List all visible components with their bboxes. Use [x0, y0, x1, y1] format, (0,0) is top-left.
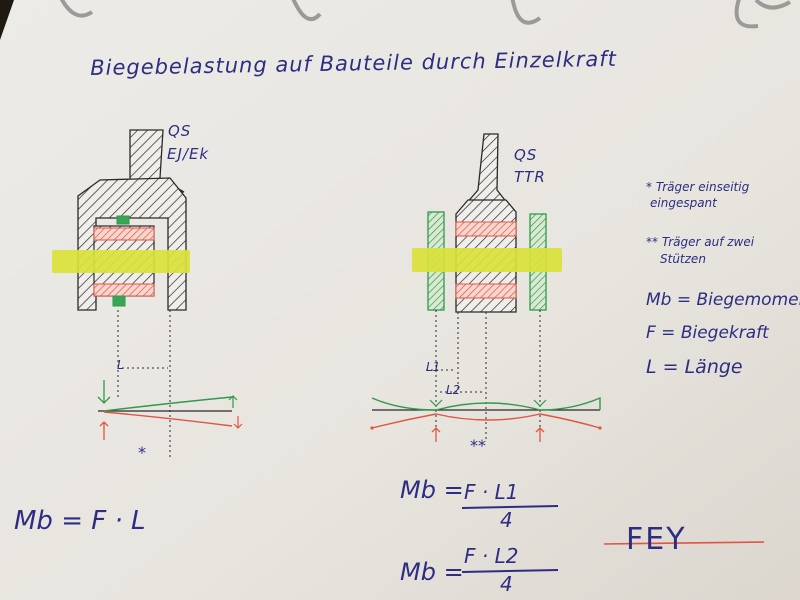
legend-single-star-line2: eingespant — [650, 196, 717, 210]
legend-single-star-line1: * Träger einseitig — [646, 180, 750, 194]
legend-double-star-line1: ** Träger auf zwei — [646, 235, 755, 249]
fraction-bar-1 — [461, 505, 559, 509]
right-qs-label: QS — [514, 146, 538, 164]
right-cross-section — [370, 133, 602, 442]
left-section-label: EJ/Ek — [167, 145, 210, 163]
definition-mb: Mb = Biegemoment — [646, 290, 800, 310]
left-qs-label: QS — [168, 122, 192, 140]
formula-left: Mb = F · L — [14, 506, 146, 536]
definition-f: F = Biegekraft — [646, 323, 769, 343]
fraction-bar-2 — [461, 569, 559, 573]
binder-rings — [59, 0, 792, 29]
signature: FEY — [626, 522, 687, 557]
definition-l: L = Länge — [646, 356, 743, 378]
left-length-label: L — [117, 358, 124, 372]
formula-right1-lhs: Mb = — [400, 476, 464, 504]
right-case-marker: ** — [470, 436, 486, 455]
formula-right2-lhs: Mb = — [400, 558, 464, 586]
formula-right2-denominator: 4 — [500, 572, 513, 596]
legend-double-star-line2: Stützen — [660, 252, 706, 266]
left-cross-section — [52, 129, 243, 458]
formula-right1-denominator: 4 — [500, 508, 513, 532]
left-case-marker: * — [138, 443, 146, 462]
right-length2-label: L2 — [446, 383, 461, 397]
formula-right1-numerator: F · L1 — [464, 480, 519, 504]
formula-right2-numerator: F · L2 — [464, 544, 519, 568]
signature-line — [603, 541, 765, 545]
right-length1-label: L1 — [426, 360, 441, 374]
right-section-label: TTR — [514, 168, 546, 186]
